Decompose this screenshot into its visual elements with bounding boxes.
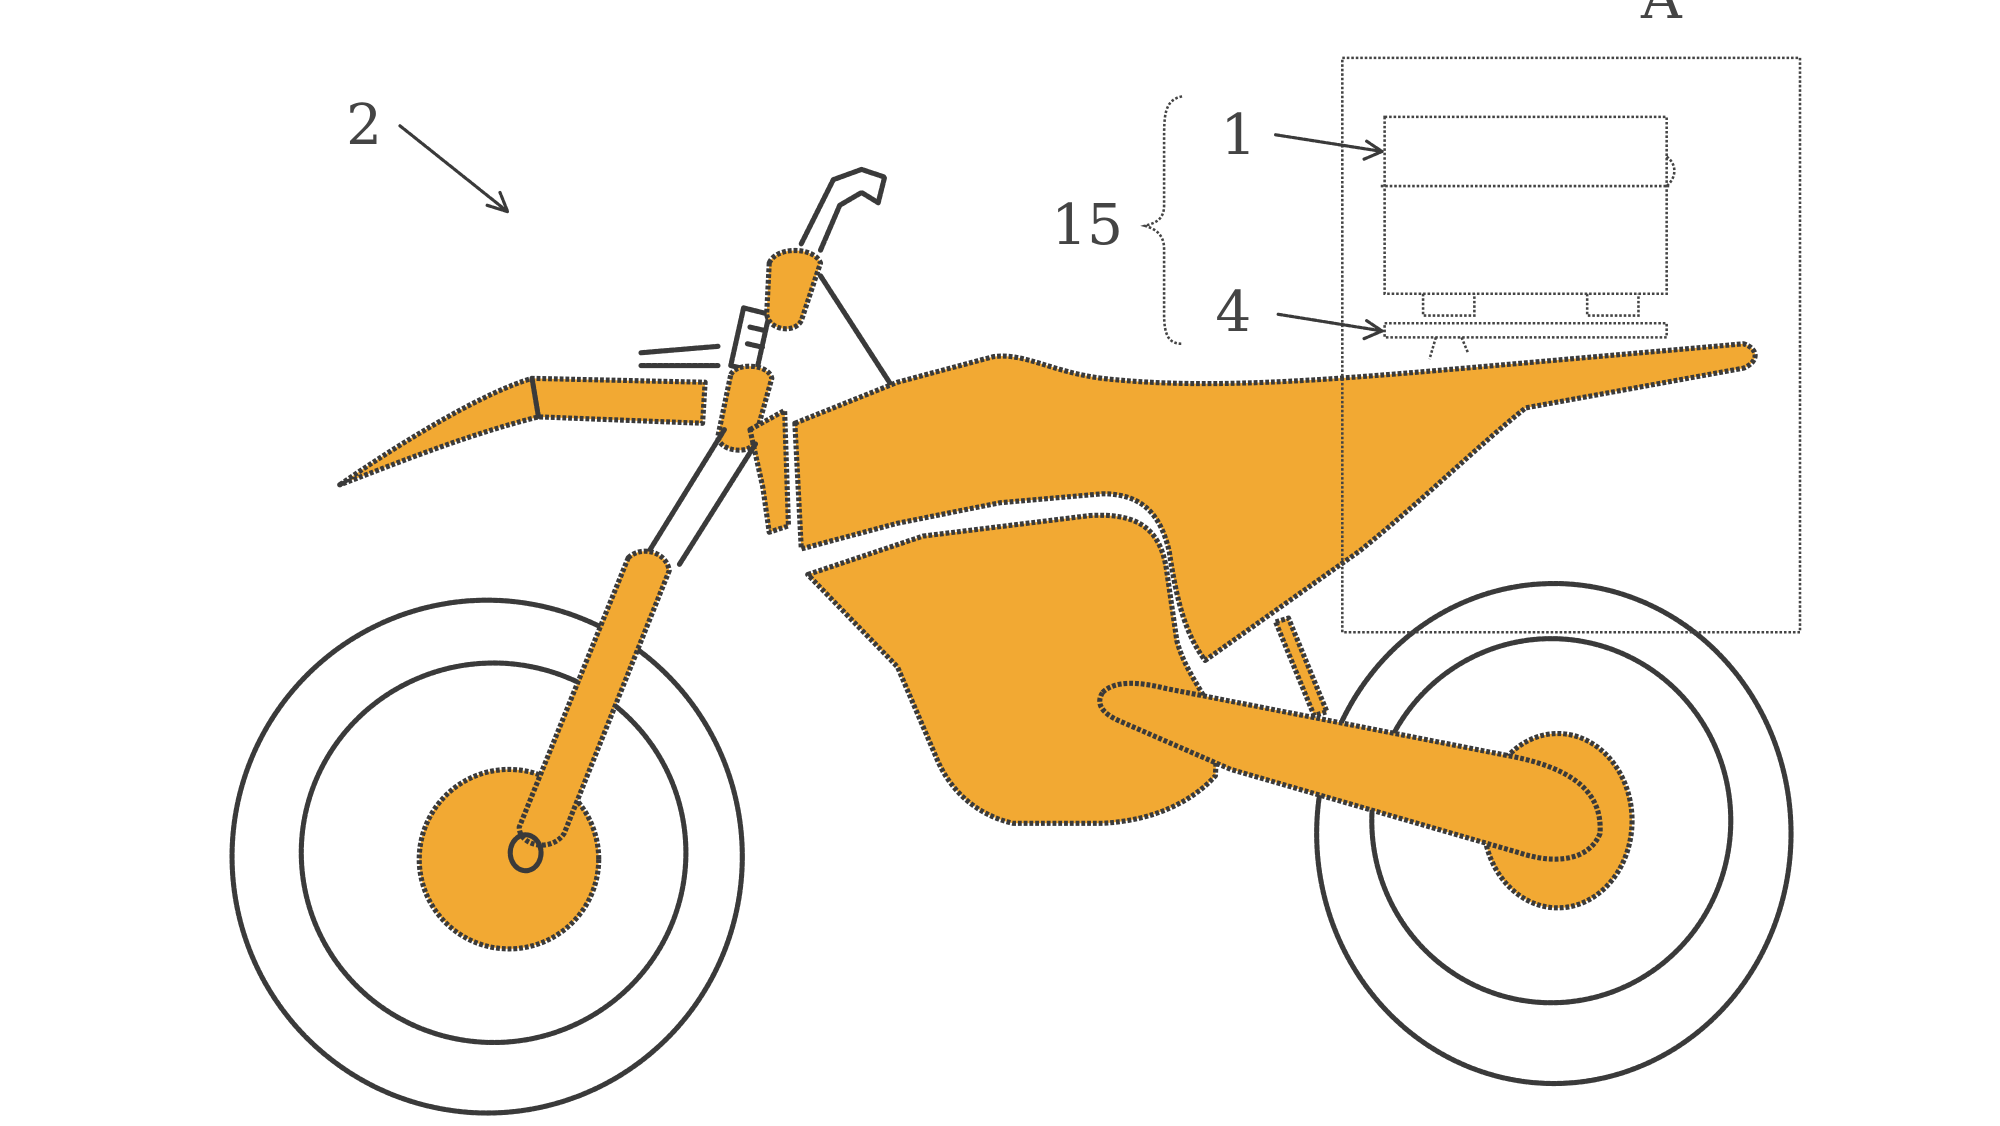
label-battery: 1 xyxy=(1221,103,1257,168)
front-wheel xyxy=(229,597,745,1116)
arrow-battery xyxy=(1274,133,1384,161)
plate-supports xyxy=(1428,336,1470,360)
battery-lid-line xyxy=(1380,155,1676,188)
label-mount: 4 xyxy=(1215,280,1251,345)
front-tire xyxy=(229,597,745,1116)
rear-shock xyxy=(1273,615,1330,719)
tank-and-seat xyxy=(792,341,1758,663)
label-vehicle: 2 xyxy=(346,93,382,158)
front-fender xyxy=(337,375,708,488)
brace-line xyxy=(817,273,894,388)
fork-tubes xyxy=(638,427,759,567)
fender-seam xyxy=(529,375,542,420)
triple-clamp xyxy=(728,305,772,375)
label-a: A xyxy=(1640,0,1683,32)
label-assembly: 15 xyxy=(1051,193,1123,258)
rear-rim xyxy=(1369,636,1734,1006)
axle xyxy=(507,832,544,874)
arrow-mount xyxy=(1276,312,1384,341)
rear-tire xyxy=(1314,580,1794,1087)
mounting-plate xyxy=(1383,321,1668,339)
front-rim xyxy=(298,660,689,1046)
number-plate-mount xyxy=(638,343,721,369)
handlebar xyxy=(798,166,888,253)
fork-leg xyxy=(516,548,672,848)
lower-fork-cover xyxy=(715,363,775,453)
upper-fork-cover xyxy=(764,248,824,332)
arrow-vehicle xyxy=(398,124,510,214)
headlight-shroud xyxy=(747,407,792,535)
swingarm xyxy=(1097,680,1603,862)
battery-cover-panel xyxy=(805,512,1221,826)
assembly-brace xyxy=(1140,95,1183,346)
battery-connectors xyxy=(1421,293,1640,317)
detail-box-a xyxy=(1341,56,1802,634)
battery-pack xyxy=(1383,115,1668,296)
